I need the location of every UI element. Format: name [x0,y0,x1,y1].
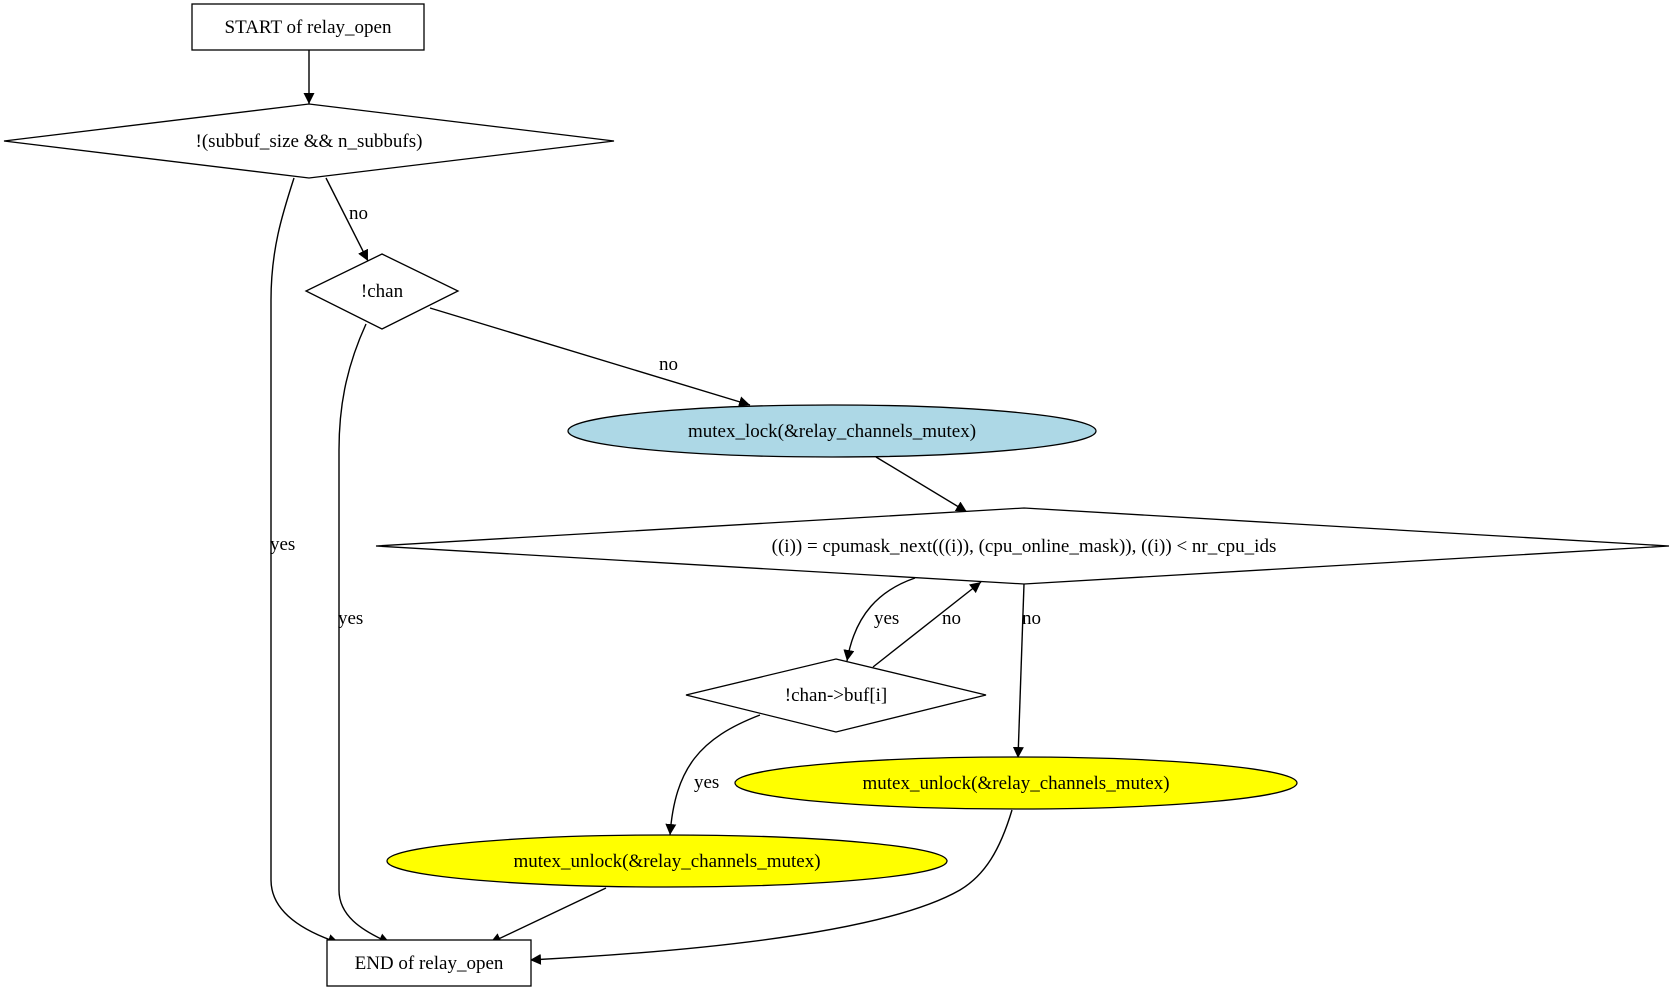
edge-loop-condition-no [1012,583,1025,759]
node-subbuf-condition: !(subbuf_size && n_subbufs) [3,103,615,179]
subbuf-condition-label: !(subbuf_size && n_subbufs) [196,131,423,152]
edge-label-chan-no: no [659,354,678,375]
loop-condition-diamond [375,507,1670,585]
edge-label-loop-yes: yes [874,608,899,629]
edge-labels: no yes no yes yes no no yes [270,203,1041,793]
node-start: START of relay_open [191,3,425,51]
edge-label-buf-no: no [942,608,961,629]
edge-chan-condition-no [429,307,751,408]
edge-unlock-right-to-end [529,809,1013,965]
edge-chan-condition-yes [338,323,391,944]
edge-subbuf-condition-no [325,177,369,262]
node-mutex-lock: mutex_lock(&relay_channels_mutex) [567,404,1097,458]
loop-condition-label: ((i)) = cpumask_next(((i)), (cpu_online_… [772,536,1277,557]
edge-buf-condition-yes [665,714,761,836]
node-buf-condition: !chan->buf[i] [685,658,987,733]
subbuf-condition-diamond [3,103,615,179]
unlock-left-ellipse [386,834,948,888]
chan-condition-label: !chan [361,281,404,302]
chan-condition-diamond [304,253,460,330]
buf-condition-label: !chan->buf[i] [785,685,888,706]
edge-subbuf-condition-yes [270,177,340,945]
edge-mutex-lock-to-loop-condition [875,456,968,513]
buf-condition-diamond [685,658,987,733]
unlock-left-label: mutex_unlock(&relay_channels_mutex) [513,851,820,872]
edge-loop-condition-yes [843,577,916,662]
edge-label-loop-no: no [1022,608,1041,629]
edge-label-subbuf-yes: yes [270,534,295,555]
end-box [326,939,532,987]
start-label: START of relay_open [225,17,392,38]
start-box [191,3,425,51]
edge-label-buf-yes: yes [694,772,719,793]
unlock-right-label: mutex_unlock(&relay_channels_mutex) [862,773,1169,794]
edge-unlock-left-to-end [489,887,607,944]
node-chan-condition: !chan [304,253,460,330]
node-unlock-left: mutex_unlock(&relay_channels_mutex) [386,834,948,888]
mutex-lock-label: mutex_lock(&relay_channels_mutex) [688,421,976,442]
edge-label-subbuf-no: no [349,203,368,224]
node-loop-condition: ((i)) = cpumask_next(((i)), (cpu_online_… [375,507,1670,585]
unlock-right-ellipse [734,756,1298,810]
mutex-lock-ellipse [567,404,1097,458]
end-label: END of relay_open [355,953,504,974]
edge-buf-condition-no [872,581,982,668]
node-unlock-right: mutex_unlock(&relay_channels_mutex) [734,756,1298,810]
edges [270,50,1025,965]
edge-label-chan-yes: yes [338,608,363,629]
node-end: END of relay_open [326,939,532,987]
